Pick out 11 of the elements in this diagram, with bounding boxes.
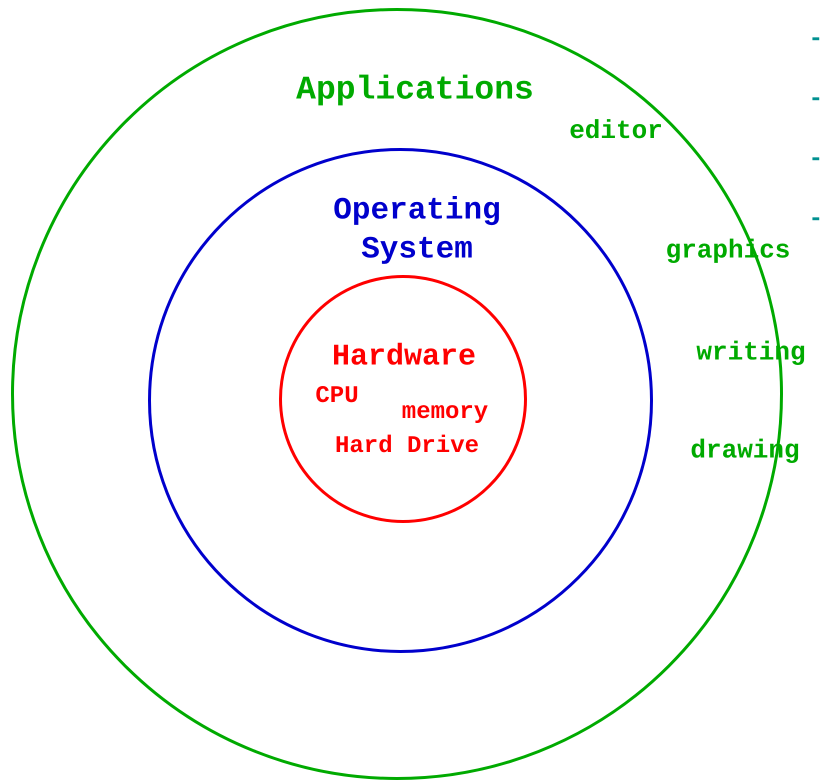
layer-title: Operating System <box>332 192 502 269</box>
dash-mark: - <box>808 28 823 52</box>
item-label: editor <box>569 118 663 144</box>
item-label: memory <box>402 398 488 428</box>
layer-title: Hardware <box>332 340 476 376</box>
dash-mark: - <box>808 88 823 112</box>
layer-title: Applications <box>296 70 534 110</box>
item-label: Hard Drive <box>334 432 480 462</box>
dash-mark: - <box>808 148 823 172</box>
item-label: CPU <box>315 382 359 412</box>
dash-mark: - <box>808 208 823 232</box>
